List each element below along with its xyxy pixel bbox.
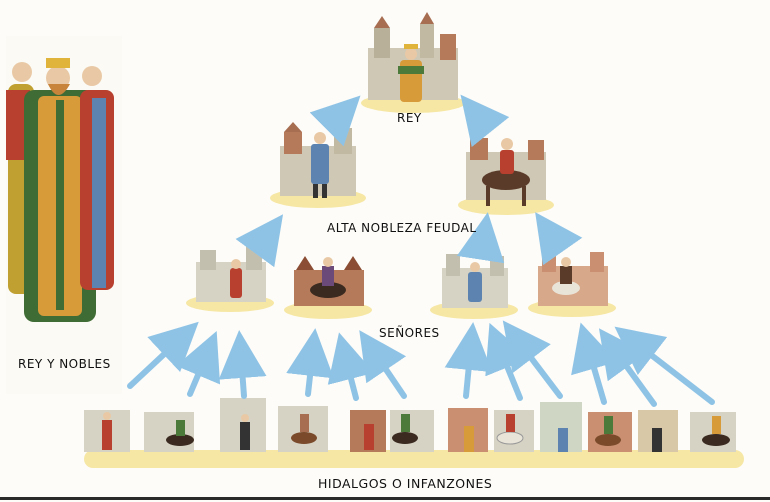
hidalgo-8-icon — [494, 410, 534, 452]
bottom-border — [0, 497, 770, 500]
arrow-alta-left-to-rey — [309, 95, 361, 147]
castle-senor-4-icon — [538, 250, 608, 306]
hidalgos-row — [84, 398, 736, 452]
arrow-h3 — [218, 330, 267, 399]
arrow-alta-right-to-rey — [460, 94, 510, 148]
arrow-h1 — [127, 321, 199, 389]
label-rey: REY — [397, 111, 422, 125]
arrow-senor4-to-alta — [535, 212, 583, 266]
hidalgo-6-icon — [390, 410, 434, 452]
arrow-senor1-to-alta — [235, 214, 284, 268]
label-hidalgos: HIDALGOS O INFANZONES — [318, 476, 493, 491]
hidalgo-5-icon — [350, 410, 386, 452]
hidalgo-10-icon — [588, 412, 632, 452]
arrow-h8 — [485, 322, 530, 401]
castle-senor-1-icon — [196, 246, 266, 302]
arrow-h2 — [175, 330, 221, 397]
label-rey-y-nobles: REY Y NOBLES — [18, 357, 111, 371]
arrow-h4 — [286, 328, 334, 397]
hidalgo-1-icon — [84, 410, 130, 452]
arrow-h5 — [327, 332, 375, 401]
king-figure-icon — [398, 44, 424, 102]
arrow-h10 — [571, 322, 618, 405]
rey-y-nobles-figures — [6, 58, 114, 322]
castle-senor-2-icon — [294, 256, 364, 306]
arrow-h7 — [444, 322, 493, 399]
castle-senor-3-icon — [442, 254, 508, 308]
hierarchy-arrows — [127, 94, 715, 407]
hidalgo-4-icon — [278, 406, 328, 452]
hidalgo-7-icon — [448, 408, 488, 452]
noble-right-figure-icon — [80, 66, 114, 290]
hidalgo-2-icon — [144, 412, 194, 452]
label-alta-nobleza: ALTA NOBLEZA FEUDAL — [327, 221, 477, 235]
hidalgo-11-icon — [638, 410, 678, 452]
hidalgo-3-icon — [220, 398, 266, 452]
arrow-senor3-to-alta — [456, 212, 505, 264]
king-left-figure-icon — [24, 58, 96, 322]
arrow-h6 — [359, 330, 407, 399]
arrow-h9 — [502, 320, 563, 399]
ground-hidalgos — [84, 450, 744, 468]
arrow-h12 — [614, 326, 715, 405]
hidalgo-12-icon — [690, 412, 736, 452]
hidalgo-9-icon — [540, 402, 582, 452]
label-senores: SEÑORES — [379, 326, 440, 340]
